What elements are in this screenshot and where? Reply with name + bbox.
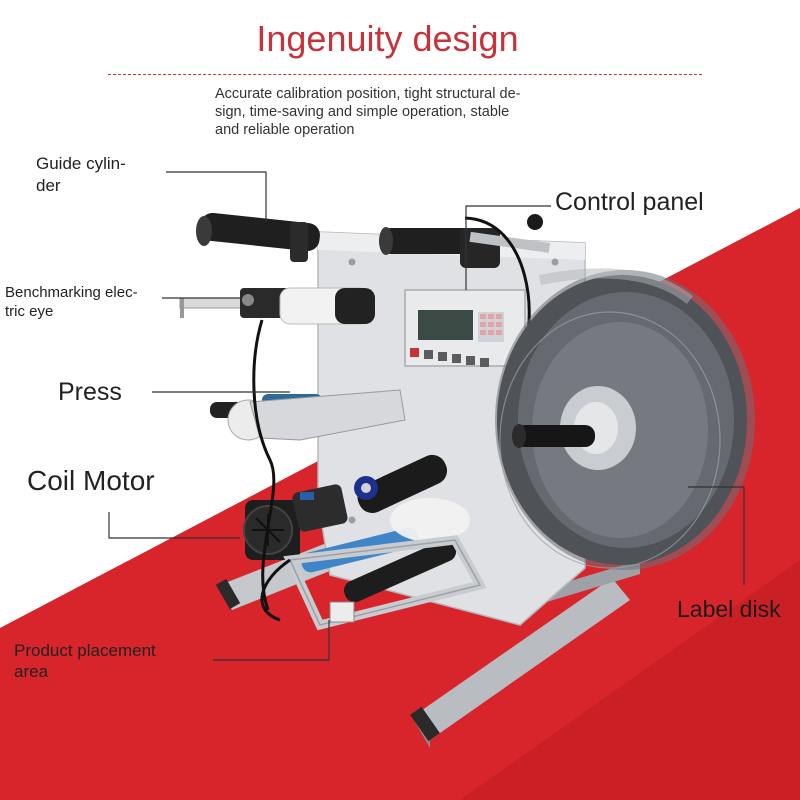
page-title: Ingenuity design — [256, 18, 519, 59]
label-guide-cylinder-line2: der — [36, 176, 61, 195]
coil-motor — [243, 484, 348, 560]
label-product-placement: Product placement area — [14, 640, 156, 682]
label-product-placement-line1: Product placement — [14, 641, 156, 660]
press-assembly — [210, 389, 406, 441]
electric-eye-sensor — [179, 287, 375, 325]
label-label-disk: Label disk — [677, 596, 781, 622]
annotation-lines — [108, 171, 745, 661]
description-line: Accurate calibration position, tight str… — [215, 86, 521, 102]
label-disk-reel — [495, 268, 755, 570]
control-panel-unit — [404, 289, 526, 367]
description-line: sign, time-saving and simple operation, … — [215, 104, 510, 120]
product-placement-frame — [283, 535, 487, 631]
title-divider — [108, 74, 702, 75]
label-product-placement-line2: area — [14, 662, 49, 681]
label-benchmarking-eye-line1: Benchmarking elec- — [5, 284, 138, 301]
label-benchmarking-eye-line2: tric eye — [5, 303, 54, 320]
cable-sensor — [252, 319, 276, 611]
description-line: and reliable operation — [215, 122, 355, 138]
guide-cylinder-roller — [196, 212, 551, 268]
cable-motor — [260, 558, 291, 622]
leader-product-placement — [213, 620, 330, 661]
label-guide-cylinder: Guide cylin- der — [36, 153, 126, 197]
label-press: Press — [58, 378, 122, 406]
leader-coil-motor — [108, 512, 240, 539]
red-background-shade — [460, 560, 800, 800]
leader-control-panel — [465, 205, 551, 290]
description-text: Accurate calibration position, tight str… — [215, 85, 565, 139]
label-benchmarking-eye: Benchmarking elec- tric eye — [5, 283, 138, 321]
leader-guide-cylinder — [166, 171, 267, 222]
label-coil-motor: Coil Motor — [27, 465, 155, 496]
leader-label-disk — [688, 486, 745, 585]
label-control-panel: Control panel — [555, 188, 704, 216]
label-guide-cylinder-line1: Guide cylin- — [36, 154, 126, 173]
